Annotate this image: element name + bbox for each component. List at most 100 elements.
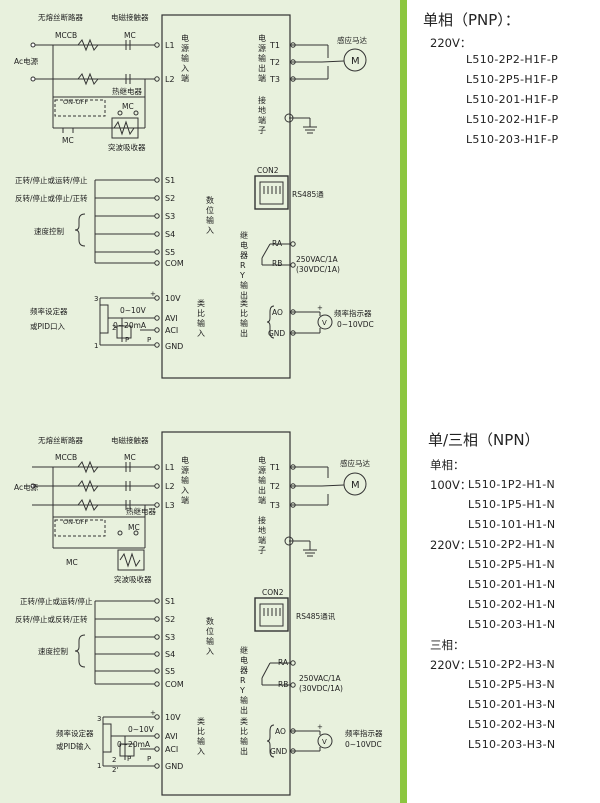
d2-AO-GND: GND bbox=[270, 747, 287, 756]
d1-motor-symbol: M bbox=[351, 56, 360, 67]
d1-di-label-3: 速度控制 bbox=[34, 226, 64, 236]
d1-S4: S4 bbox=[165, 230, 175, 239]
d1-ground-label: 接地端子 bbox=[258, 95, 266, 135]
npn-title: 单/三相（NPN） bbox=[428, 431, 540, 449]
d2-con2: CON2 bbox=[262, 588, 284, 597]
d1-AVI: AVI bbox=[165, 314, 178, 323]
d1-AO: AO bbox=[272, 308, 283, 317]
npn-3p-model-4: L510-202-H3-N bbox=[468, 718, 556, 731]
d1-digital-input-label: 数位输入 bbox=[206, 195, 214, 235]
d1-motor-label: 感应马达 bbox=[337, 35, 367, 45]
d1-relay-rating-2: (30VDC/1A) bbox=[296, 265, 340, 274]
d1-T3: T3 bbox=[269, 75, 280, 84]
npn-220-model-2: L510-2P5-H1-N bbox=[468, 558, 556, 571]
wiring-diagrams-svg: 无熔丝断路器 MCCB 电磁接触器 MC Ac电源 ON-OFF 热继电器 MC… bbox=[14, 12, 383, 796]
d1-analog-input-label: 类比输入 bbox=[197, 298, 205, 338]
d2-10V: 10V bbox=[165, 713, 181, 722]
d1-contactor-code: MC bbox=[124, 31, 136, 40]
d1-ACI: ACI bbox=[165, 326, 178, 335]
d2-motor-label: 感应马达 bbox=[340, 458, 370, 468]
d2-di-label-2: 反转/停止或反转/正转 bbox=[15, 614, 88, 624]
d2-RB: RB bbox=[278, 680, 288, 689]
pnp-model-1: L510-2P2-H1F-P bbox=[466, 53, 559, 66]
d1-pot-1: 1 bbox=[94, 342, 98, 350]
npn-3p-model-2: L510-2P5-H3-N bbox=[468, 678, 556, 691]
d2-freq-ind-1: 频率指示器 bbox=[345, 728, 383, 738]
d1-plus-a: + bbox=[150, 290, 156, 298]
d2-power-output-label: 电源输出端 bbox=[258, 455, 266, 505]
d1-range-v: 0~10V bbox=[120, 306, 147, 315]
d1-COM: COM bbox=[165, 259, 184, 268]
d1-freq-ind-1: 频率指示器 bbox=[334, 308, 372, 318]
v220b-label: 220V： bbox=[430, 658, 472, 672]
d2-T2: T2 bbox=[269, 482, 280, 491]
d2-jumper-p2: P bbox=[147, 755, 151, 763]
d1-di-label-2: 反转/停止或停止/正转 bbox=[15, 193, 88, 203]
npn-220-model-4: L510-202-H1-N bbox=[468, 598, 556, 611]
wiring-diagram-panel bbox=[0, 0, 400, 803]
d2-S1: S1 bbox=[165, 597, 175, 606]
d2-onoff: ON-OFF bbox=[63, 518, 88, 526]
d2-range-v: 0~10V bbox=[128, 725, 155, 734]
green-divider bbox=[400, 0, 407, 803]
d1-T1: T1 bbox=[269, 41, 280, 50]
d2-L1: L1 bbox=[165, 463, 175, 472]
d1-10V: 10V bbox=[165, 294, 181, 303]
d2-jumper-p1: P bbox=[127, 755, 131, 763]
d1-GND: GND bbox=[165, 342, 183, 351]
d1-S5: S5 bbox=[165, 248, 175, 257]
d1-breaker-label: 无熔丝断路器 bbox=[38, 12, 83, 22]
d2-pot-2: 2 bbox=[112, 756, 116, 764]
d2-S4: S4 bbox=[165, 650, 175, 659]
d2-pot-2prime: 2' bbox=[112, 766, 118, 774]
d2-pot-3: 3 bbox=[97, 715, 101, 723]
d1-pot-3: 3 bbox=[94, 295, 98, 303]
d1-di-label-1: 正转/停止或运转/停止 bbox=[15, 175, 88, 185]
pnp-model-3: L510-201-H1F-P bbox=[466, 93, 559, 106]
d1-breaker-code: MCCB bbox=[55, 31, 77, 40]
d2-freq-setter-1: 频率设定器 bbox=[56, 728, 94, 738]
d2-mc-b: MC bbox=[66, 558, 78, 567]
d2-motor-symbol: M bbox=[351, 480, 360, 491]
d1-S2: S2 bbox=[165, 194, 175, 203]
inverter-box-1 bbox=[161, 14, 291, 379]
npn-100-model-3: L510-101-H1-N bbox=[468, 518, 556, 531]
three-phase-label: 三相： bbox=[430, 638, 465, 652]
d1-S3: S3 bbox=[165, 212, 175, 221]
npn-3p-model-3: L510-201-H3-N bbox=[468, 698, 556, 711]
d2-contactor-code: MC bbox=[124, 453, 136, 462]
npn-220-model-5: L510-203-H1-N bbox=[468, 618, 556, 631]
d2-ACI: ACI bbox=[165, 745, 178, 754]
d2-breaker-label: 无熔丝断路器 bbox=[38, 435, 83, 445]
d2-di-label-1: 正转/停止或运转/停止 bbox=[20, 596, 93, 606]
d2-analog-input-label: 类比输入 bbox=[197, 716, 205, 756]
d2-pot-1: 1 bbox=[97, 762, 101, 770]
d2-RA: RA bbox=[278, 658, 289, 667]
d1-freq-ind-2: 0~10VDC bbox=[337, 320, 374, 329]
d2-thermal-relay: 热继电器 bbox=[126, 506, 156, 516]
d1-ac-source: Ac电源 bbox=[14, 56, 39, 66]
npn-220-model-1: L510-2P2-H1-N bbox=[468, 538, 556, 551]
d1-jumper-p2: P bbox=[147, 336, 151, 344]
d1-relay-rating-1: 250VAC/1A bbox=[296, 255, 339, 264]
d1-plus-b: + bbox=[317, 304, 323, 312]
d1-surge-absorber: 突波吸收器 bbox=[108, 142, 146, 152]
npn-220-model-3: L510-201-H1-N bbox=[468, 578, 556, 591]
d1-analog-output-label: 类比输出 bbox=[240, 298, 248, 338]
d2-S5: S5 bbox=[165, 667, 175, 676]
d2-meter: V bbox=[322, 738, 327, 746]
d1-thermal-relay: 热继电器 bbox=[112, 86, 142, 96]
d1-T2: T2 bbox=[269, 58, 280, 67]
d2-plus-a: + bbox=[150, 709, 156, 717]
d2-AO: AO bbox=[275, 727, 286, 736]
d2-digital-input-label: 数位输入 bbox=[206, 616, 214, 656]
d1-freq-setter-2: 或PID口入 bbox=[30, 321, 66, 331]
d1-mc-a: MC bbox=[122, 102, 134, 111]
d2-relay-rating-1: 250VAC/1A bbox=[299, 674, 342, 683]
d1-onoff: ON-OFF bbox=[63, 98, 88, 106]
d2-mc-a: MC bbox=[128, 523, 140, 532]
d2-range-ma: 0~20mA bbox=[117, 740, 151, 749]
d1-power-output-label: 电源输出端 bbox=[258, 33, 266, 83]
d1-contactor-label: 电磁接触器 bbox=[111, 12, 149, 22]
